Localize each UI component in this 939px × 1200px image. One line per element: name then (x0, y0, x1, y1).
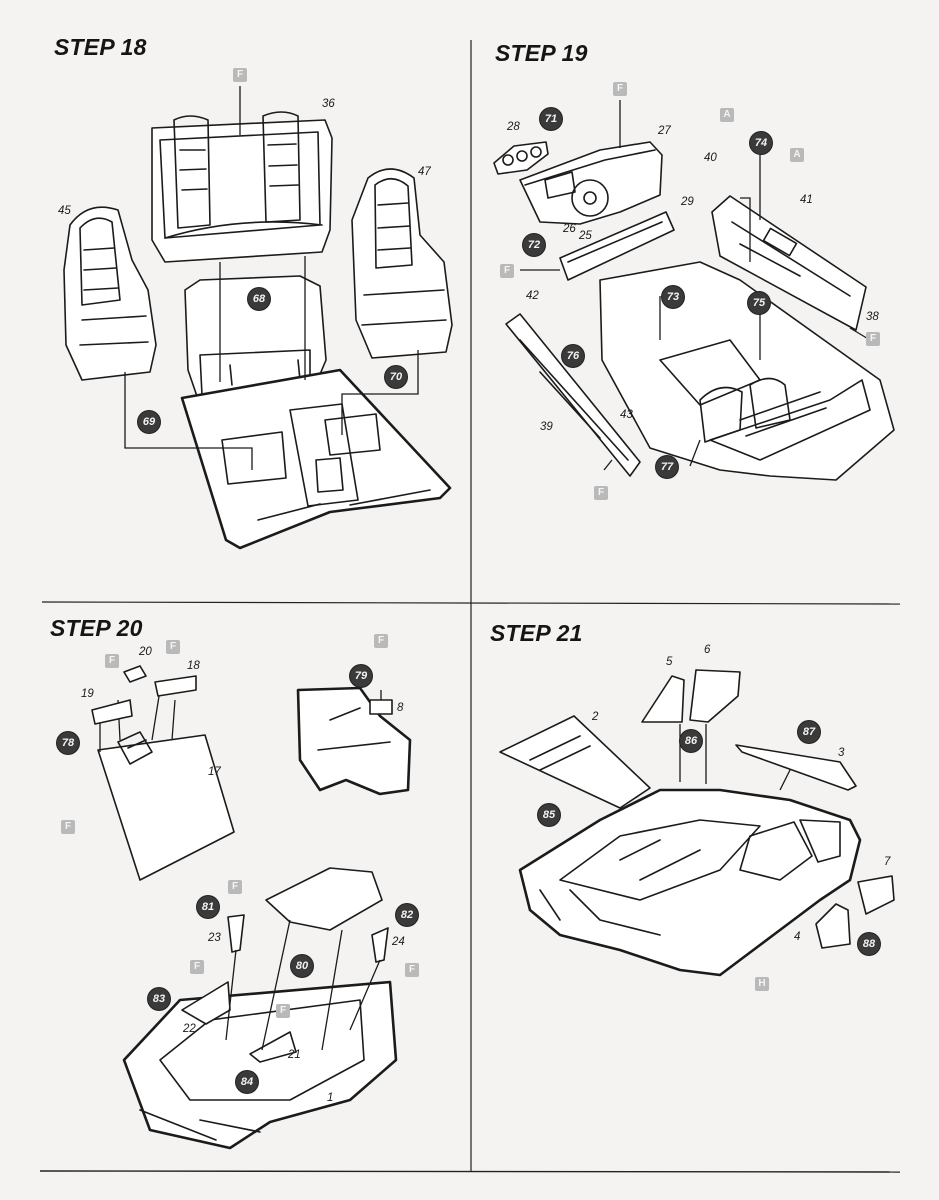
sequence-badge: 70 (385, 366, 407, 388)
part-number-label: 40 (704, 152, 717, 164)
part-number-label: 38 (866, 311, 879, 323)
part-number-label: 17 (208, 766, 221, 778)
sequence-badge: 87 (798, 721, 820, 743)
sequence-badge: 74 (750, 132, 772, 154)
step18-seat-left (63, 206, 157, 381)
step18-floor (180, 368, 452, 550)
sequence-badge: 68 (248, 288, 270, 310)
part-number-label: 4 (794, 931, 801, 943)
sequence-badge: 69 (138, 411, 160, 433)
sprue-tree-label: F (613, 82, 627, 96)
sequence-badge: 79 (350, 665, 372, 687)
part-number-label: 39 (540, 421, 553, 433)
part-number-label: 36 (322, 98, 335, 110)
part-number-label: 5 (666, 656, 673, 668)
step19-dashboard (519, 141, 663, 225)
sequence-badge: 85 (538, 804, 560, 826)
part-number-label: 29 (681, 196, 694, 208)
sprue-tree-label: F (276, 1004, 290, 1018)
step18-seat-right (351, 168, 453, 359)
part-number-label: 19 (81, 688, 94, 700)
step-18-title: STEP 18 (54, 34, 147, 60)
sequence-badge: 75 (748, 292, 770, 314)
step-19-title: STEP 19 (495, 40, 588, 66)
sequence-badge: 72 (523, 234, 545, 256)
sprue-tree-label: A (790, 148, 804, 162)
sprue-tree-label: H (755, 977, 769, 991)
sprue-tree-label: F (500, 264, 514, 278)
part-number-label: 21 (288, 1049, 301, 1061)
step21-rear-window (735, 744, 857, 791)
bottom-rule (39, 1170, 901, 1173)
part-number-label: 42 (526, 290, 539, 302)
part-number-label: 27 (658, 125, 671, 137)
part-number-label: 43 (620, 409, 633, 421)
step21-car-body (518, 724, 862, 977)
sequence-badge: 71 (540, 108, 562, 130)
part-number-label: 8 (397, 702, 404, 714)
sprue-tree-label: A (720, 108, 734, 122)
sprue-tree-label: F (405, 963, 419, 977)
step20-headliner (97, 689, 235, 881)
part-number-label: 3 (838, 747, 845, 759)
sprue-tree-label: F (594, 486, 608, 500)
part-number-label: 45 (58, 205, 71, 217)
sequence-badge: 80 (291, 955, 313, 977)
sequence-badge: 84 (236, 1071, 258, 1093)
step-21-title: STEP 21 (490, 620, 583, 646)
horizontal-divider (41, 601, 901, 605)
step19-console-panel (559, 211, 675, 281)
step20-sunvisors (91, 665, 197, 725)
sequence-badge: 82 (396, 904, 418, 926)
step19-door-panel-left (505, 313, 641, 477)
sequence-badge: 77 (656, 456, 678, 478)
sprue-tree-label: F (166, 640, 180, 654)
sprue-tree-label: F (866, 332, 880, 346)
sequence-badge: 88 (858, 933, 880, 955)
step-20-title: STEP 20 (50, 615, 143, 641)
step18-rear-seat (151, 111, 333, 263)
sequence-badge: 73 (662, 286, 684, 308)
step20-pillar-detail (296, 686, 412, 796)
step20-body-shell (122, 867, 398, 1150)
part-number-label: 24 (392, 936, 405, 948)
step19-gauge-cluster (493, 141, 549, 175)
sprue-tree-label: F (190, 960, 204, 974)
step18-leaders (124, 86, 419, 470)
sequence-badge: 78 (57, 732, 79, 754)
sprue-tree-label: F (233, 68, 247, 82)
part-number-label: 25 (579, 230, 592, 242)
part-number-label: 22 (183, 1023, 196, 1035)
sprue-tree-label: F (105, 654, 119, 668)
sequence-badge: 83 (148, 988, 170, 1010)
sprue-tree-label: F (374, 634, 388, 648)
part-number-label: 6 (704, 644, 711, 656)
step19-interior-tub (599, 261, 895, 481)
part-number-label: 26 (563, 223, 576, 235)
part-number-label: 7 (884, 856, 891, 868)
part-number-label: 47 (418, 166, 431, 178)
part-number-label: 2 (592, 711, 599, 723)
part-number-label: 20 (139, 646, 152, 658)
sequence-badge: 76 (562, 345, 584, 367)
sprue-tree-label: F (228, 880, 242, 894)
sequence-badge: 81 (197, 896, 219, 918)
sequence-badge: 86 (680, 730, 702, 752)
sprue-tree-label: F (61, 820, 75, 834)
part-number-label: 1 (327, 1092, 334, 1104)
step21-windshield (499, 715, 651, 809)
part-number-label: 18 (187, 660, 200, 672)
part-number-label: 23 (208, 932, 221, 944)
step21-side-windows (641, 669, 895, 949)
part-number-label: 41 (800, 194, 813, 206)
part-number-label: 28 (507, 121, 520, 133)
